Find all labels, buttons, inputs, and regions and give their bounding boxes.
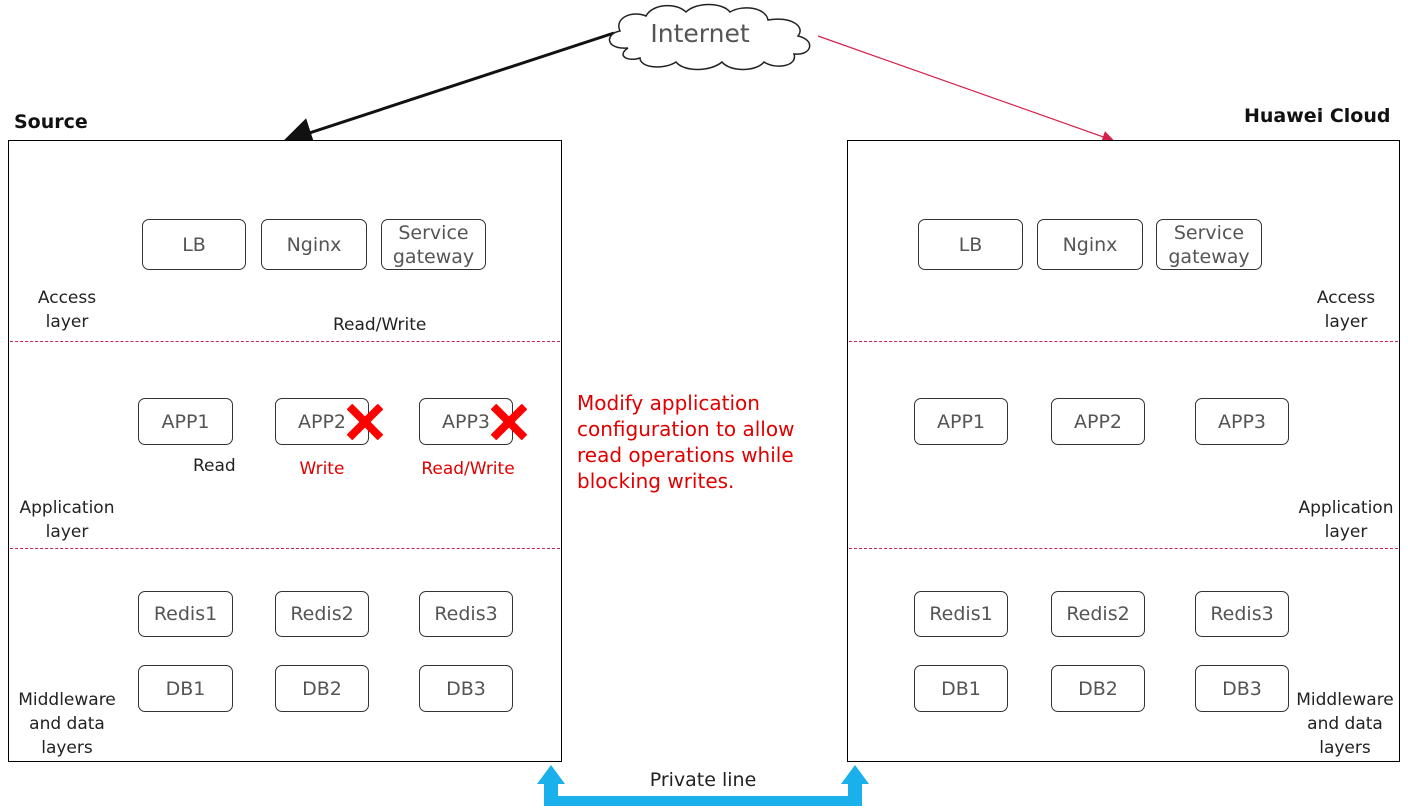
source-application-layer-label: Application layer [19,498,115,542]
huawei-access-layer-label: Access layer [1316,288,1376,332]
huawei-app3-node: APP3 [1195,398,1289,445]
huawei-middleware-layer-label: Middleware and data layers [1296,690,1394,758]
source-access-layer-label: Access layer [37,288,97,332]
app2-blocked-icon [345,402,385,442]
source-redis3-node: Redis3 [419,591,513,637]
huawei-access-divider [849,341,1398,342]
cloud-icon [608,3,811,71]
huawei-app2-node: APP2 [1051,398,1145,445]
source-service-gateway-node: Service gateway [381,219,486,270]
source-title: Source [14,111,88,133]
source-db3-node: DB3 [419,665,513,712]
huawei-nginx-node: Nginx [1037,219,1143,270]
app3-blocked-icon [489,402,529,442]
source-nginx-node: Nginx [261,219,367,270]
huawei-app-divider [849,548,1398,549]
read-write-label: Read/Write [333,315,427,335]
source-app-divider [10,548,560,549]
read-label: Read [193,456,236,476]
modify-config-note: Modify application configuration to allo… [577,391,795,493]
source-lb-node: LB [142,219,246,270]
internet-to-source-arrow [282,31,615,147]
app2-write-label: Write [299,459,345,479]
source-db1-node: DB1 [138,665,233,712]
huawei-redis2-node: Redis2 [1051,591,1145,637]
source-db2-node: DB2 [275,665,369,712]
source-app1-node: APP1 [138,398,233,445]
source-access-divider [10,341,560,342]
internet-to-huawei-arrow [817,35,1115,143]
internet-label: Internet [650,19,750,48]
huawei-db2-node: DB2 [1051,665,1145,712]
huawei-lb-node: LB [918,219,1023,270]
source-middleware-layer-label: Middleware and data layers [18,690,116,758]
huawei-redis1-node: Redis1 [914,591,1008,637]
huawei-application-layer-label: Application layer [1298,498,1394,542]
huawei-service-gateway-node: Service gateway [1156,219,1262,270]
huawei-app1-node: APP1 [914,398,1008,445]
huawei-db1-node: DB1 [914,665,1008,712]
private-line-connector [537,765,869,806]
source-redis1-node: Redis1 [138,591,233,637]
app3-read-write-label: Read/Write [421,459,515,479]
huawei-db3-node: DB3 [1195,665,1289,712]
huawei-cloud-title: Huawei Cloud [1244,105,1391,127]
source-redis2-node: Redis2 [275,591,369,637]
private-line-label: Private line [649,769,757,791]
huawei-redis3-node: Redis3 [1195,591,1289,637]
